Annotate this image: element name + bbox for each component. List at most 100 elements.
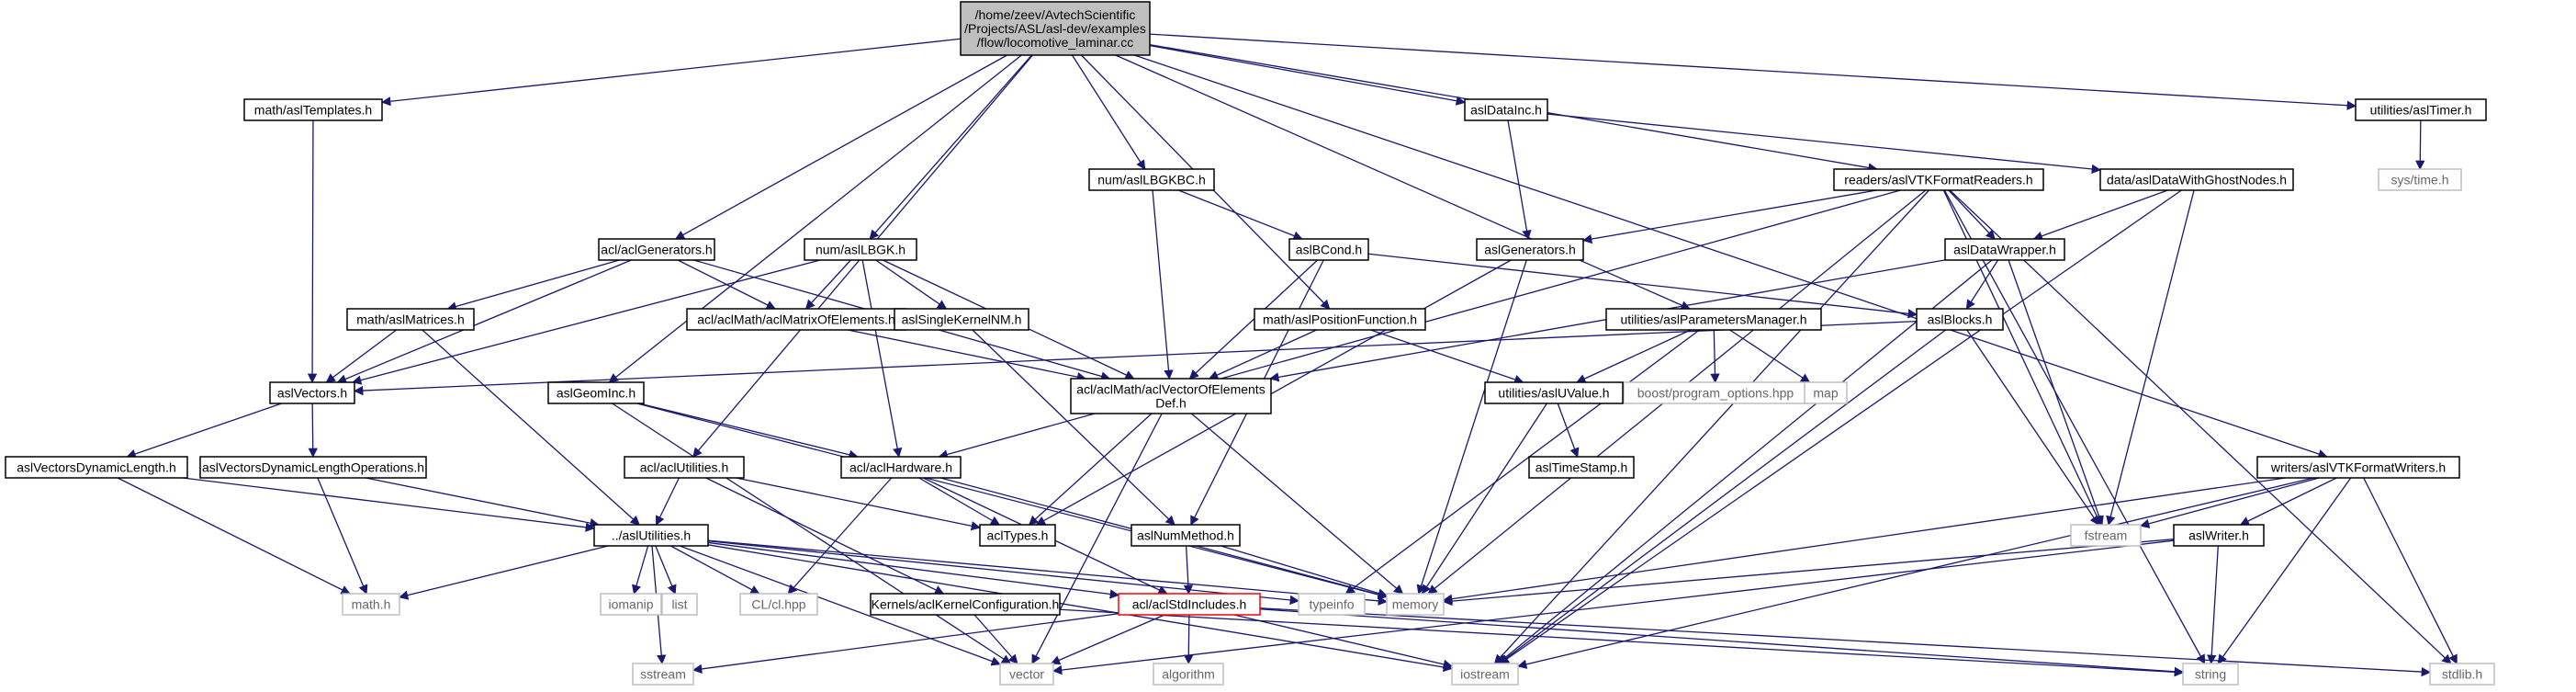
node-aslgenerators[interactable]: aslGenerators.h: [1476, 238, 1584, 261]
node-label: acl/aclHardware.h: [849, 460, 952, 475]
node-acl_matrixofelements[interactable]: acl/aclMath/aclMatrixOfElements.h: [686, 308, 906, 331]
node-sys_time: sys/time.h: [2378, 168, 2462, 191]
node-aslsinglekernelnm[interactable]: aslSingleKernelNM.h: [894, 308, 1029, 331]
node-box: [2182, 663, 2239, 686]
node-asltemplates[interactable]: math/aslTemplates.h: [243, 98, 383, 121]
node-utilities_uvalue[interactable]: utilities/aslUValue.h: [1484, 381, 1624, 404]
edge-asl_utilities-to-typeinfo: [707, 540, 1300, 606]
edge-num_asllbgk-to-aslsinglekernelnm: [875, 259, 948, 310]
node-label: iomanip: [608, 597, 653, 612]
node-aslgeominc[interactable]: aslGeomInc.h: [547, 381, 645, 404]
node-box: [1804, 381, 1848, 404]
node-label: stdlib.h: [2442, 667, 2482, 682]
node-iomanip: iomanip: [600, 593, 662, 616]
node-box: [1088, 168, 1215, 191]
node-aslblocks[interactable]: aslBlocks.h: [1916, 308, 2004, 331]
node-acl_stdincludes[interactable]: acl/aclStdIncludes.h: [1118, 593, 1261, 616]
edge-root-to-num_asllbgk: [869, 54, 1032, 240]
node-utilities_paramsmanager[interactable]: utilities/aslParametersManager.h: [1605, 308, 1822, 331]
node-math_h: math.h: [342, 593, 400, 616]
edge-aslwriter-to-string: [2207, 545, 2219, 665]
node-box: [999, 663, 1054, 686]
edge-acl_utilities-to-kernels_config: [705, 477, 945, 595]
edge-asltemplates-to-aslvectors: [307, 119, 318, 384]
node-num_asllbgkbc[interactable]: num/aslLBGKBC.h: [1088, 168, 1215, 191]
node-aslvectorsdynlenops[interactable]: aslVectorsDynamicLengthOperations.h: [199, 456, 427, 479]
node-asltimestamp[interactable]: aslTimeStamp.h: [1528, 456, 1635, 479]
node-acl_hardware[interactable]: acl/aclHardware.h: [840, 456, 962, 479]
node-iostream: iostream: [1451, 663, 1519, 686]
node-label: math/aslMatrices.h: [356, 312, 464, 327]
edge-aslbcond-to-acl_vectorofelements: [1188, 259, 1319, 380]
edge-root-to-writers_vtk: [1133, 54, 2328, 459]
node-root[interactable]: /home/zeev/AvtechScientific/Projects/ASL…: [960, 1, 1151, 56]
node-math_positionfunction[interactable]: math/aslPositionFunction.h: [1254, 308, 1426, 331]
node-box: [2070, 524, 2142, 547]
node-num_asllbgk[interactable]: num/aslLBGK.h: [804, 238, 917, 261]
node-kernels_config[interactable]: Kernels/aclKernelConfiguration.h: [870, 593, 1061, 616]
node-box: [1254, 308, 1426, 331]
node-aslbcond[interactable]: aslBCond.h: [1288, 238, 1369, 261]
edge-asl_utilities-to-list: [655, 545, 677, 595]
edge-aslgenerators-to-acltypes: [1035, 259, 1512, 526]
node-acl_generators[interactable]: acl/aclGenerators.h: [598, 238, 715, 261]
node-box: [661, 593, 698, 616]
node-label: aslVectorsDynamicLength.h: [17, 460, 176, 475]
edge-utilities_paramsmanager-to-boost_po: [1710, 329, 1720, 384]
node-math_aslmatrices[interactable]: math/aslMatrices.h: [346, 308, 475, 331]
node-box: [346, 308, 475, 331]
node-label: utilities/aslTimer.h: [2370, 103, 2472, 118]
node-asl_utilities[interactable]: ../aslUtilities.h: [593, 524, 709, 547]
edge-acl_stdincludes-to-sstream: [692, 613, 1119, 675]
node-acl_utilities[interactable]: acl/aclUtilities.h: [624, 456, 745, 479]
node-aslnummethod[interactable]: aslNumMethod.h: [1131, 524, 1241, 547]
node-writers_vtk[interactable]: writers/aslVTKFormatWriters.h: [2256, 456, 2460, 479]
node-label: Kernels/aclKernelConfiguration.h: [872, 597, 1060, 612]
node-label: readers/aslVTKFormatReaders.h: [1844, 173, 2032, 187]
edge-utilities_uvalue-to-asltimestamp: [1557, 403, 1580, 458]
edge-asl_utilities-to-iomanip: [632, 545, 649, 595]
node-label: map: [1813, 386, 1838, 401]
edge-asl_utilities-to-iostream: [707, 544, 1454, 673]
edge-root-to-asldatainc: [1149, 44, 1467, 106]
edge-acl_stdincludes-to-iostream: [1233, 614, 1454, 669]
edge-aslwriter-to-vector: [1052, 539, 2175, 675]
node-label: sstream: [640, 667, 686, 682]
node-label: typeinfo: [1309, 597, 1354, 612]
node-box: [804, 238, 917, 261]
node-label: aslDataWrapper.h: [1953, 243, 2056, 257]
edge-asldatainc-to-data_ghost: [1547, 113, 2102, 175]
node-asldatainc[interactable]: aslDataInc.h: [1464, 98, 1548, 121]
node-label: string: [2195, 667, 2226, 682]
node-asldatawrapper[interactable]: aslDataWrapper.h: [1944, 238, 2065, 261]
edge-asl_utilities-to-vector: [679, 545, 1001, 666]
edge-utilities_uvalue-to-memory: [1421, 403, 1547, 595]
node-data_ghost[interactable]: data/aslDataWithGhostNodes.h: [2099, 168, 2294, 191]
edge-num_asllbgk-to-aslvectors: [352, 259, 821, 385]
node-aslvectors[interactable]: aslVectors.h: [269, 381, 355, 404]
edge-acl_vectorofelements-to-memory: [1190, 413, 1404, 595]
node-box: [199, 456, 427, 479]
edge-aslvectorsdynlen-to-math_h: [117, 477, 351, 595]
node-box: [960, 1, 1151, 56]
node-box: [739, 593, 818, 616]
node-label: fstream: [2085, 528, 2128, 543]
node-utilities_timer[interactable]: utilities/aslTimer.h: [2355, 98, 2487, 121]
node-aslwriter[interactable]: aslWriter.h: [2173, 524, 2265, 547]
node-label: utilities/aslParametersManager.h: [1620, 312, 1806, 327]
edge-readers_vtk-to-stdlib_h: [1949, 189, 2452, 664]
edge-writers_vtk-to-iostream: [1516, 477, 2314, 669]
node-label: utilities/aslUValue.h: [1498, 386, 1609, 401]
edge-math_positionfunction-to-acl_vectorofelements: [1208, 329, 1317, 380]
node-acltypes[interactable]: aclTypes.h: [979, 524, 1056, 547]
node-label: aslSingleKernelNM.h: [902, 312, 1022, 327]
node-readers_vtk[interactable]: readers/aslVTKFormatReaders.h: [1833, 168, 2044, 191]
edge-readers_vtk-to-iostream: [1493, 189, 1929, 664]
node-label: num/aslLBGK.h: [816, 243, 906, 257]
edge-acl_hardware-to-acltypes: [918, 477, 1001, 526]
node-box: [2173, 524, 2265, 547]
edge-aslvectors-to-aslvectorsdynlenops: [308, 403, 318, 459]
node-box: [547, 381, 645, 404]
node-aslvectorsdynlen[interactable]: aslVectorsDynamicLength.h: [5, 456, 188, 479]
